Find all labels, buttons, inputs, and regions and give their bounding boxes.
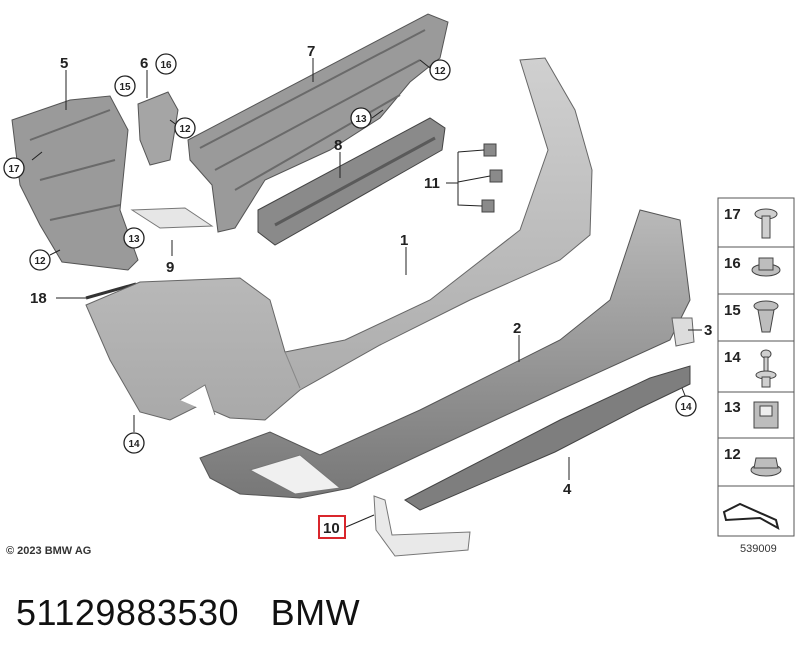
circled-13: 13 — [128, 234, 140, 245]
callout-7: 7 — [307, 43, 315, 60]
circled-16: 16 — [160, 60, 172, 71]
brand-name: BMW — [270, 592, 361, 633]
legend-label-17: 17 — [724, 206, 741, 223]
circled-12: 12 — [34, 256, 46, 267]
callout-4: 4 — [563, 481, 572, 498]
circled-14: 14 — [680, 402, 692, 413]
circled-15: 15 — [119, 82, 131, 93]
footer-gap — [239, 592, 271, 633]
callout-18: 18 — [30, 290, 47, 307]
side-bracket-part — [137, 91, 179, 166]
nut-washer-icon — [751, 257, 781, 277]
reflector-trim-part — [373, 495, 471, 557]
circled-callouts — [3, 53, 697, 454]
callout-6: 6 — [140, 55, 148, 72]
callout-2: 2 — [513, 320, 521, 337]
part-number: 51129883530 — [16, 592, 240, 633]
fastener-legend: 17 16 15 14 13 12 — [717, 197, 795, 537]
callout-9: 9 — [166, 259, 174, 276]
highlight-box — [318, 515, 346, 539]
left-bracket-part — [11, 95, 139, 271]
leader-lines — [31, 58, 702, 528]
expanding-clip-icon — [753, 300, 779, 333]
lower-diffuser-part — [199, 209, 691, 499]
image-number: 539009 — [740, 543, 777, 555]
circled-14: 14 — [128, 439, 140, 450]
sheet-symbol-icon — [722, 502, 780, 530]
circled-17: 17 — [8, 164, 20, 175]
rivet-icon — [754, 208, 778, 239]
reflector-part — [130, 207, 214, 229]
circled-12: 12 — [179, 124, 191, 135]
push-pin-icon — [755, 349, 777, 388]
legend-label-14: 14 — [724, 349, 741, 366]
legend-label-13: 13 — [724, 399, 741, 416]
clip-nut-icon — [753, 401, 779, 429]
callout-10: 10 — [323, 520, 340, 537]
tow-cover-part — [671, 317, 695, 347]
circled-13: 13 — [355, 114, 367, 125]
circled-12: 12 — [434, 66, 446, 77]
part-number-footer: 51129883530 BMW — [16, 592, 360, 652]
copyright-text: © 2023 BMW AG — [6, 545, 91, 557]
legend-label-16: 16 — [724, 255, 741, 272]
moulding-strip-part — [85, 282, 137, 300]
legend-label-12: 12 — [724, 446, 741, 463]
callout-3: 3 — [704, 322, 712, 339]
flange-nut-icon — [750, 457, 782, 477]
energy-absorber-part — [257, 117, 446, 246]
bumper-cover-part — [85, 57, 593, 421]
legend-label-15: 15 — [724, 302, 741, 319]
carrier-beam-part — [187, 13, 449, 233]
lower-trim-part — [404, 365, 691, 511]
fastener-group-part — [457, 143, 503, 213]
callout-5: 5 — [60, 55, 68, 72]
callout-8: 8 — [334, 137, 342, 154]
callout-11: 11 — [424, 175, 440, 192]
callout-1: 1 — [400, 232, 408, 249]
